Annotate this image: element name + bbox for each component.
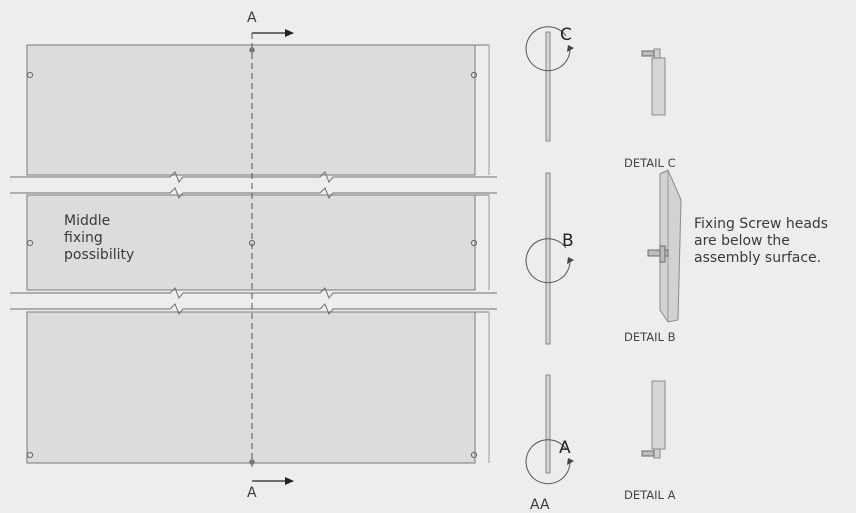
section-label-a-top: A	[247, 10, 257, 26]
section-label-aa: AA	[530, 497, 550, 513]
panel-top	[26, 44, 490, 176]
middle-fixing-note: Middle fixing possibility	[64, 213, 134, 264]
screw-note-line-2: are below the	[694, 233, 790, 249]
circle-label-c: C	[560, 25, 572, 45]
panel-middle	[26, 194, 490, 291]
middle-note-line-3: possibility	[64, 247, 135, 263]
circle-label-b: B	[562, 231, 574, 251]
section-aa-profile	[545, 31, 551, 474]
detail-label-b: DETAIL B	[624, 330, 676, 344]
section-line-a	[249, 29, 294, 485]
detail-c-drawing	[641, 48, 666, 116]
circle-label-a: A	[559, 438, 571, 458]
detail-circle-b	[525, 238, 574, 284]
screw-note-line-1: Fixing Screw heads	[694, 216, 829, 232]
detail-label-a: DETAIL A	[624, 488, 676, 502]
detail-b-drawing	[647, 169, 682, 323]
detail-circle-a	[525, 439, 574, 485]
screw-note-line-3: assembly surface.	[694, 250, 822, 266]
detail-circle-c	[525, 26, 574, 72]
middle-note-line-2: fixing	[64, 230, 103, 246]
section-label-a-bottom: A	[247, 485, 257, 501]
middle-note-line-1: Middle	[64, 213, 111, 229]
screw-heads-note: Fixing Screw heads are below the assembl…	[694, 216, 828, 267]
detail-label-c: DETAIL C	[624, 156, 676, 170]
detail-a-drawing	[641, 380, 666, 459]
panel-bottom	[26, 311, 490, 464]
